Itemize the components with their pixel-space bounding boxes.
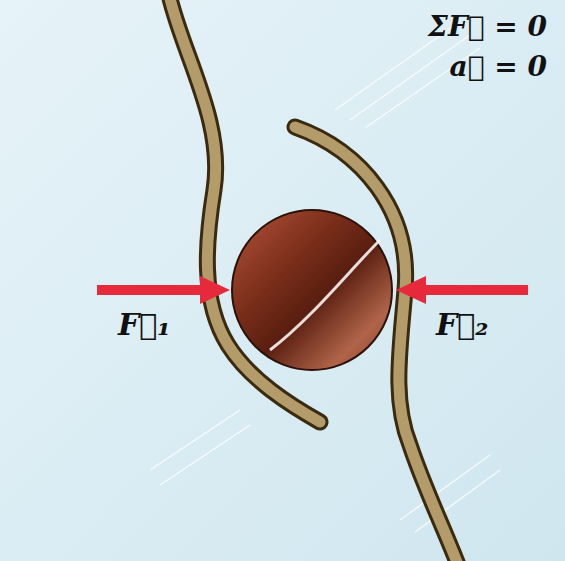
force-arrow-head	[200, 276, 230, 304]
force-arrow-head	[396, 276, 426, 304]
force-arrows	[97, 276, 528, 304]
acceleration-equation: a⃗ = 0	[450, 52, 547, 83]
force-arrow-shaft	[424, 285, 528, 295]
net-force-equation: ΣF⃗ = 0	[428, 12, 547, 43]
force-label: F⃗₁	[118, 308, 170, 341]
ball-highlight	[270, 240, 380, 350]
ball	[232, 210, 392, 370]
tongs-strips	[168, 0, 462, 561]
force-label: F⃗₂	[436, 308, 488, 341]
force-arrow-shaft	[97, 285, 202, 295]
